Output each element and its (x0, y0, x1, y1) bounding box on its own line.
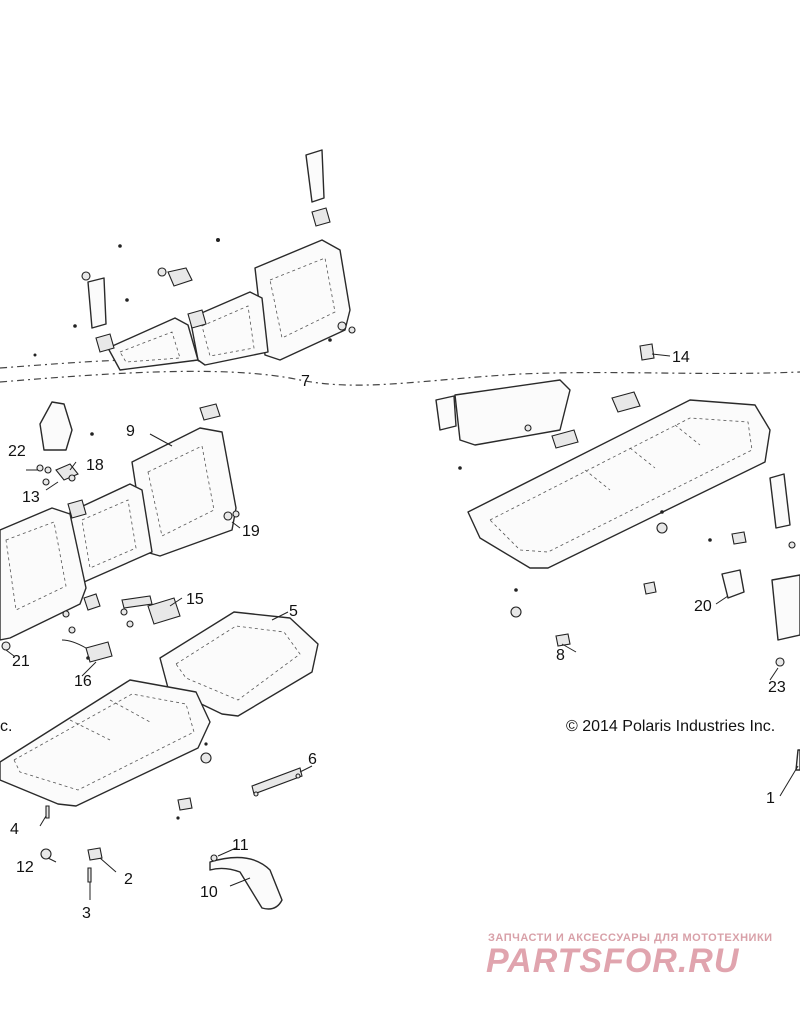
seat-latch-6 (251, 767, 303, 795)
retainer-10 (209, 856, 283, 910)
bracket-2 (87, 847, 103, 861)
callout-22: 22 (8, 443, 26, 460)
callout-13: 13 (22, 489, 40, 506)
upper-right-seat-assembly (435, 343, 800, 667)
nut-12 (40, 848, 52, 860)
buckle-15 (147, 597, 181, 625)
headrest-22 (39, 401, 73, 451)
rear-belt-bracket (87, 277, 107, 329)
seat-cushion-4 (0, 679, 211, 807)
callout-2: 2 (124, 871, 133, 888)
callout-8: 8 (556, 647, 565, 664)
callout-3: 3 (82, 905, 91, 922)
leader-lines (5, 353, 799, 900)
rear-headrest-bracket (305, 149, 325, 203)
callout-19: 19 (242, 523, 260, 540)
callout-4: 4 (10, 821, 19, 838)
section-divider (0, 370, 800, 386)
seat-back-middle (69, 483, 153, 583)
callout-11: 11 (232, 837, 249, 854)
callout-20: 20 (694, 598, 712, 615)
right-belt-strap (769, 473, 791, 529)
watermark: ЗАПЧАСТИ И АКСЕССУАРЫ ДЛЯ МОТОТЕХНИКИ PA… (486, 932, 773, 980)
lower-right-bracket-1 (795, 749, 800, 771)
rear-seat-back-assembly (33, 149, 356, 371)
callout-1: 1 (766, 790, 775, 807)
stud-4 (45, 805, 50, 819)
lower-hardware (40, 742, 800, 910)
seat-back-left (0, 507, 87, 641)
callout-18: 18 (86, 457, 104, 474)
rear-seat-back-right (254, 239, 351, 361)
lower-left-seat-back-assembly (0, 401, 240, 663)
callout-12: 12 (16, 859, 34, 876)
lower-seat-cushions (0, 611, 319, 807)
callout-labels: 1 2 3 4 5 6 7 8 9 10 11 12 13 14 15 16 1… (8, 349, 786, 922)
bracket-20 (721, 569, 745, 599)
callout-6: 6 (308, 751, 317, 768)
callout-16: 16 (74, 673, 92, 690)
rear-seat-back-middle (189, 291, 269, 366)
buckle-16 (85, 641, 113, 663)
bracket-8 (555, 633, 571, 647)
callout-15: 15 (186, 591, 204, 608)
buckle-upper-right (551, 429, 579, 449)
watermark-logo: PARTSFOR.RU (486, 942, 740, 980)
callout-23: 23 (768, 679, 786, 696)
side-mount-plate (435, 395, 457, 431)
callout-10: 10 (200, 884, 218, 901)
bolt-3 (87, 867, 92, 883)
copyright-fragment: c. (0, 718, 12, 735)
callout-9: 9 (126, 423, 135, 440)
watermark-tagline: ЗАПЧАСТИ И АКСЕССУАРЫ ДЛЯ МОТОТЕХНИКИ (488, 932, 773, 944)
copyright-notice: © 2014 Polaris Industries Inc. (566, 718, 775, 735)
upper-right-seat-back (454, 379, 571, 446)
callout-21: 21 (12, 653, 30, 670)
rear-seat-back-left (107, 317, 199, 371)
callout-5: 5 (289, 603, 298, 620)
right-belt-retractor (771, 574, 800, 641)
buckle-14-mount (639, 343, 655, 361)
callout-14: 14 (672, 349, 690, 366)
upper-right-bench-cushion (467, 399, 771, 569)
callout-7: 7 (301, 373, 310, 390)
screw-11 (210, 854, 218, 862)
